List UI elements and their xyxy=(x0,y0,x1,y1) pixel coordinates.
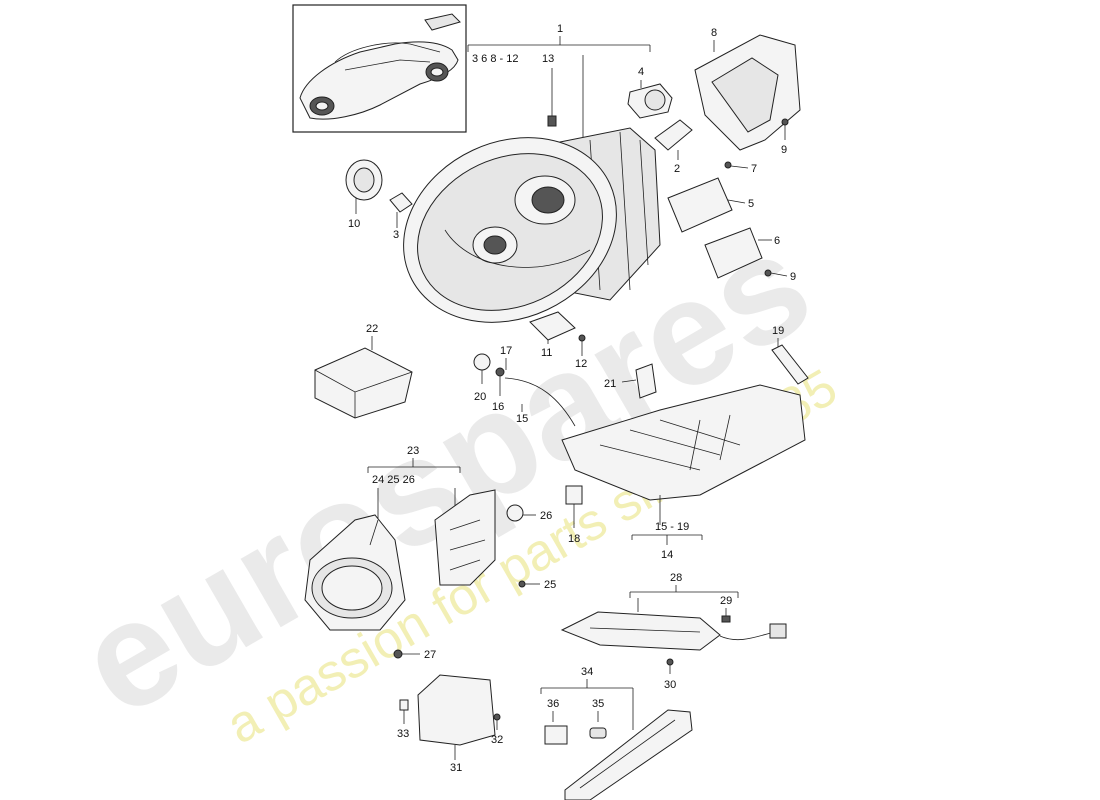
part-11-gasket: 11 xyxy=(529,311,576,359)
callout-30: 30 xyxy=(664,679,676,691)
part-28-drl-lamp xyxy=(560,611,787,651)
callout-21: 21 xyxy=(604,378,616,390)
callout-15: 15 xyxy=(516,413,528,425)
part-34-side-marker xyxy=(564,709,693,800)
part-24-fog-lamp xyxy=(304,514,406,631)
callout-group-34: 34 36 35 xyxy=(540,666,634,730)
callout-8: 8 xyxy=(711,27,717,39)
part-9-screw-upper: 9 xyxy=(781,118,789,156)
callout-12: 12 xyxy=(575,358,587,370)
callout-20: 20 xyxy=(474,391,486,403)
part-30-screw: 30 xyxy=(664,658,676,691)
part-14-lamp-tray: 15 - 19 14 xyxy=(561,384,806,561)
callout-11: 11 xyxy=(541,347,552,359)
part-25-screw: 25 xyxy=(518,579,556,591)
part-5-control-unit: 5 xyxy=(667,177,754,233)
callout-group-1: 1 3 6 8 - 12 13 xyxy=(467,23,651,140)
part-9-screw-lower: 9 xyxy=(764,269,796,283)
part-31-bracket: 31 xyxy=(417,674,496,774)
callout-16: 16 xyxy=(492,401,504,413)
callout-14: 14 xyxy=(661,549,673,561)
callout-19: 19 xyxy=(772,325,784,337)
callout-35: 35 xyxy=(592,698,604,710)
callout-3: 3 xyxy=(393,229,399,241)
part-7-screw: 7 xyxy=(724,161,757,175)
callout-9a: 9 xyxy=(781,144,787,156)
part-3-bulb: 3 xyxy=(389,192,413,241)
callout-7: 7 xyxy=(751,163,757,175)
part-6-bracket: 6 xyxy=(704,227,780,279)
callout-10: 10 xyxy=(348,218,360,230)
callout-23-sub: 24 25 26 xyxy=(372,474,415,486)
part-27-screw: 27 xyxy=(393,649,436,661)
callout-18: 18 xyxy=(568,533,580,545)
callout-group-28: 28 29 xyxy=(629,572,739,623)
callout-36: 36 xyxy=(547,698,559,710)
part-10-cap: 10 xyxy=(345,159,383,230)
callout-group-23: 23 24 25 26 24 25 26 xyxy=(367,445,461,520)
part-33-clip: 33 xyxy=(397,699,409,740)
part-21-bracket: 21 xyxy=(604,363,657,399)
part-16-nut: 16 xyxy=(492,367,505,413)
callout-4: 4 xyxy=(638,66,644,78)
callout-23: 23 xyxy=(407,445,419,457)
part-8-housing-cover: 8 xyxy=(694,27,801,151)
callout-33: 33 xyxy=(397,728,409,740)
callout-28: 28 xyxy=(670,572,682,584)
part-18-socket: 18 xyxy=(565,485,583,545)
part-4-leveling-motor: 4 xyxy=(627,66,673,119)
part-19-clip: 19 xyxy=(771,325,809,385)
callout-13: 13 xyxy=(542,53,554,65)
part-2-bulb: 2 xyxy=(654,119,693,175)
callout-2: 2 xyxy=(674,163,680,175)
callout-1-sub: 3 6 8 - 12 xyxy=(472,53,518,65)
callout-1: 1 xyxy=(557,23,563,35)
callout-29: 29 xyxy=(720,595,732,607)
car-thumbnail xyxy=(292,4,467,133)
part-15-washer-hose: 15 xyxy=(504,377,576,427)
callout-22: 22 xyxy=(366,323,378,335)
callout-5: 5 xyxy=(748,198,754,210)
part-26-grommet: 26 xyxy=(506,504,552,522)
callout-26b: 26 xyxy=(540,510,552,522)
part-17-clip: 17 xyxy=(500,345,512,370)
callout-14-sub: 15 - 19 xyxy=(655,521,689,533)
part-12-screw: 12 xyxy=(575,334,587,370)
part-20-grommet: 20 xyxy=(473,353,491,403)
callout-6: 6 xyxy=(774,235,780,247)
callout-9b: 9 xyxy=(790,271,796,283)
part-26-housing xyxy=(434,489,496,586)
part-32-screw: 32 xyxy=(491,713,503,746)
part-36-socket xyxy=(544,725,568,745)
callout-27: 27 xyxy=(424,649,436,661)
callout-34: 34 xyxy=(581,666,593,678)
part-22-control-module: 22 xyxy=(314,323,413,419)
callout-25: 25 xyxy=(544,579,556,591)
callout-31: 31 xyxy=(450,762,462,774)
leader-24 xyxy=(369,519,379,546)
callout-17: 17 xyxy=(500,345,512,357)
part-35-bulb xyxy=(589,727,607,739)
headlamp-assembly xyxy=(403,127,661,323)
callout-32: 32 xyxy=(491,734,503,746)
part-13-screw xyxy=(547,115,557,127)
